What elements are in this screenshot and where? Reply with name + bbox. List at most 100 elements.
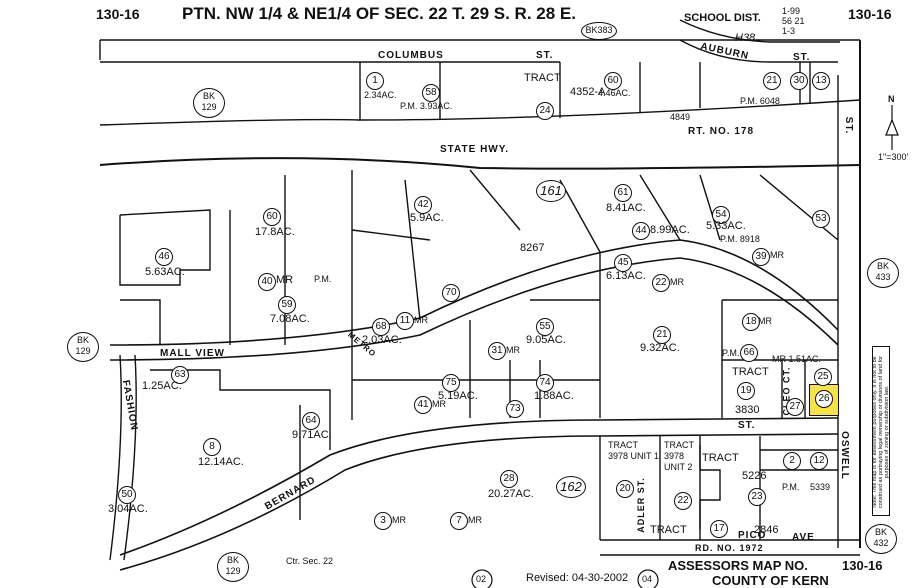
parcel-13[interactable]: 13 <box>812 72 830 90</box>
tract-label-top: TRACT <box>524 72 561 84</box>
parcel-46[interactable]: 46 <box>155 248 173 266</box>
parcel-17[interactable]: 17 <box>710 520 728 538</box>
parcel-161[interactable]: 161 <box>536 180 566 202</box>
book-ref-129-top-label: BK 129 <box>201 91 217 112</box>
page-number-left: 130-16 <box>96 6 140 22</box>
parcel-63-area: 1.25AC. <box>142 380 182 392</box>
parcel-39-area: MR <box>770 250 784 260</box>
parcel-66-area: P.M. <box>722 348 740 358</box>
parcel-74[interactable]: 74 <box>536 374 554 392</box>
book-ref-383[interactable]: BK383 <box>581 22 617 40</box>
street-state-hwy: STATE HWY. <box>440 144 510 155</box>
parcel-75-area: 5.19AC. <box>438 390 478 402</box>
parcel-21-mid[interactable]: 21 <box>653 326 671 344</box>
parcel-20[interactable]: 20 <box>616 480 634 498</box>
pm-8267-label: 8267 <box>520 242 545 254</box>
pm-5339-number: 5339 <box>810 482 831 492</box>
parcel-8[interactable]: 8 <box>203 438 221 456</box>
parcel-28[interactable]: 28 <box>500 470 518 488</box>
parcel-58[interactable]: 58 <box>422 84 440 102</box>
book-ref-433[interactable]: BK 433 <box>867 258 899 288</box>
map-scale: 1"=300' <box>878 152 909 162</box>
assessors-map-label: ASSESSORS MAP NO. <box>668 558 808 573</box>
street-rt-178: RT. NO. 178 <box>688 126 755 137</box>
parcel-30[interactable]: 30 <box>790 72 808 90</box>
parcel-70[interactable]: 70 <box>442 284 460 302</box>
parcel-21-top[interactable]: 21 <box>763 72 781 90</box>
parcel-40[interactable]: 40 <box>258 273 276 291</box>
parcel-42[interactable]: 42 <box>414 196 432 214</box>
parcel-60[interactable]: 60 <box>263 208 281 226</box>
parcel-26[interactable]: 26 <box>815 390 833 408</box>
book-ref-383-label: BK383 <box>585 25 613 35</box>
tract-5226-number: 5226 <box>742 470 767 482</box>
parcel-44-area: 8.99AC. <box>650 224 690 236</box>
parcel-23[interactable]: 23 <box>748 488 766 506</box>
book-ref-432-label: BK 432 <box>873 527 889 548</box>
assessment-note: Note: This map is for assessment purpose… <box>872 346 890 516</box>
street-pico: PICO <box>738 530 767 541</box>
parcel-53[interactable]: 53 <box>812 210 830 228</box>
parcel-59[interactable]: 59 <box>278 296 296 314</box>
parcel-44[interactable]: 44 <box>632 222 650 240</box>
parcel-24[interactable]: 24 <box>536 102 554 120</box>
parcel-68-area: 2.03AC. <box>362 334 402 346</box>
revised-date: Revised: 04-30-2002 <box>526 572 629 584</box>
parcel-55[interactable]: 55 <box>536 318 554 336</box>
parcel-27[interactable]: 27 <box>786 398 804 416</box>
parcel-18[interactable]: 18 <box>742 313 760 331</box>
tract-3978-unit2: TRACT 3978 UNIT 2 <box>664 440 694 472</box>
page-number-right: 130-16 <box>848 6 892 22</box>
parcel-68[interactable]: 68 <box>372 318 390 336</box>
parcel-64[interactable]: 64 <box>302 412 320 430</box>
book-ref-129-left[interactable]: BK 129 <box>67 332 99 362</box>
school-district-numbers: 1-99 56 21 1-3 <box>782 6 805 36</box>
parcel-54-area: 5.33AC. <box>706 220 746 232</box>
parcel-61[interactable]: 61 <box>614 184 632 202</box>
parcel-22-bottom[interactable]: 22 <box>674 492 692 510</box>
street-columbus-st: ST. <box>536 50 554 61</box>
parcel-75[interactable]: 75 <box>442 374 460 392</box>
book-ref-129-bottom[interactable]: BK 129 <box>217 552 249 582</box>
parcel-1-area: 2.34AC. <box>364 90 397 100</box>
tract-4352-label: 4352-A <box>570 86 606 98</box>
parcel-12[interactable]: 12 <box>810 452 828 470</box>
map-title: PTN. NW 1/4 & NE1/4 OF SEC. 22 T. 29 S. … <box>182 4 576 23</box>
parcel-18-area: MR <box>758 316 772 326</box>
parcel-7[interactable]: 7 <box>450 512 468 530</box>
parcel-25[interactable]: 25 <box>814 368 832 386</box>
parcel-45[interactable]: 45 <box>614 254 632 272</box>
parcel-31-area: MR <box>506 345 520 355</box>
parcel-21-mid-area: 9.32AC. <box>640 342 680 354</box>
north-arrow-label: N <box>888 94 895 104</box>
pm-6048-label: P.M. 6048 <box>740 96 780 106</box>
parcel-73[interactable]: 73 <box>506 400 524 418</box>
parcel-2[interactable]: 2 <box>783 452 801 470</box>
county-label: COUNTY OF KERN <box>712 573 829 588</box>
parcel-162[interactable]: 162 <box>556 476 586 498</box>
parcel-22[interactable]: 22 <box>652 274 670 292</box>
book-ref-129-top[interactable]: BK 129 <box>193 88 225 118</box>
parcel-3[interactable]: 3 <box>374 512 392 530</box>
parcel-60-top-area: 4.46AC. <box>598 88 631 98</box>
parcel-63[interactable]: 63 <box>171 366 189 384</box>
parcel-66[interactable]: 66 <box>740 344 758 362</box>
parcel-19[interactable]: 19 <box>737 382 755 400</box>
parcel-1[interactable]: 1 <box>366 72 384 90</box>
parcel-39[interactable]: 39 <box>752 248 770 266</box>
parcel-54[interactable]: 54 <box>712 206 730 224</box>
page-ref-04[interactable]: 04 <box>642 574 653 584</box>
parcel-60-area: 17.8AC. <box>255 226 295 238</box>
page-ref-02[interactable]: 02 <box>476 574 487 584</box>
book-ref-432[interactable]: BK 432 <box>865 524 897 554</box>
parcel-58-area: P.M. 3.93AC. <box>400 101 453 111</box>
parcel-31[interactable]: 31 <box>488 342 506 360</box>
parcel-3-area: MR <box>392 515 406 525</box>
center-section-label: Ctr. Sec. 22 <box>286 556 334 566</box>
parcel-41[interactable]: 41 <box>414 396 432 414</box>
parcel-50[interactable]: 50 <box>118 486 136 504</box>
parcel-42-area: 5.9AC. <box>410 212 444 224</box>
parcel-60-top[interactable]: 60 <box>604 72 622 90</box>
parcel-11[interactable]: 11 <box>396 312 414 330</box>
